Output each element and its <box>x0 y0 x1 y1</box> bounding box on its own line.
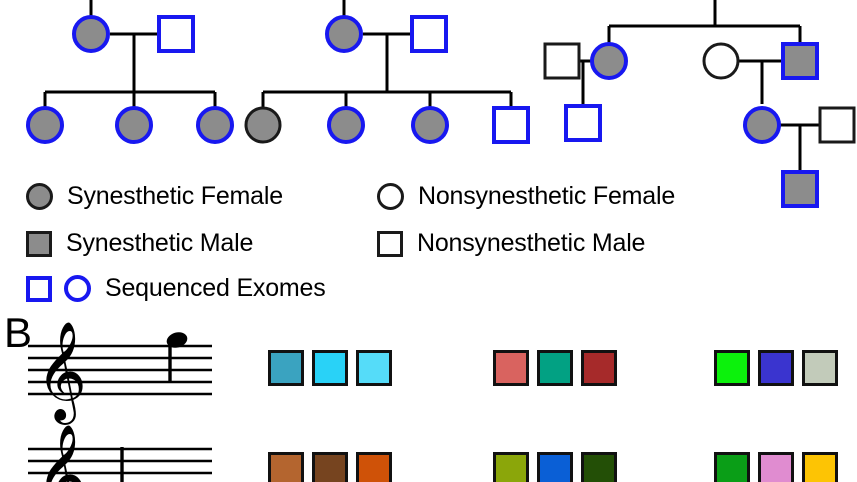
color-swatch <box>802 452 838 482</box>
legend-label-synesthetic-male: Synesthetic Male <box>66 229 254 257</box>
color-swatch <box>581 452 617 482</box>
legend-label-synesthetic-female: Synesthetic Female <box>67 182 283 210</box>
color-swatch <box>537 350 573 386</box>
treble-clef-icon-2: 𝄞 <box>36 424 87 482</box>
color-swatch <box>356 452 392 482</box>
pedigree-person-f1-father[interactable] <box>157 15 195 53</box>
treble-clef-icon-1: 𝄞 <box>36 321 87 425</box>
pedigree-person-f2-child-1[interactable] <box>244 106 282 144</box>
pedigree-person-f1-child-1[interactable] <box>26 106 64 144</box>
music-notation: 𝄞 𝄞 <box>28 321 212 482</box>
color-swatch <box>493 350 529 386</box>
swatch-group-row2-b <box>493 452 617 482</box>
legend-label-nonsynesthetic-female: Nonsynesthetic Female <box>418 182 676 210</box>
swatch-group-row1-a <box>268 350 392 386</box>
staff-2 <box>28 447 212 475</box>
pedigree-person-f3-gen3-female[interactable] <box>743 106 781 144</box>
color-swatch <box>537 452 573 482</box>
color-swatch <box>268 452 304 482</box>
swatch-group-row1-b <box>493 350 617 386</box>
color-swatch <box>493 452 529 482</box>
pedigree-person-f3-sib-female[interactable] <box>590 42 628 80</box>
panel-b-label: B <box>4 309 33 356</box>
color-swatch <box>312 452 348 482</box>
legend-item-synesthetic-female: Synesthetic Female <box>26 182 283 211</box>
pedigree-person-f3-spouse-female[interactable] <box>702 42 740 80</box>
color-swatch <box>312 350 348 386</box>
color-swatch <box>758 452 794 482</box>
color-swatch <box>581 350 617 386</box>
swatch-group-row2-a <box>268 452 392 482</box>
pedigree-person-f2-child-3[interactable] <box>411 106 449 144</box>
legend-label-nonsynesthetic-male: Nonsynesthetic Male <box>417 229 646 257</box>
note-1 <box>166 332 188 383</box>
pedigree-person-f2-father[interactable] <box>410 15 448 53</box>
swatch-group-row2-c <box>714 452 838 482</box>
open-circle-icon <box>377 183 404 210</box>
color-swatch <box>714 452 750 482</box>
open-square-icon <box>377 230 403 257</box>
blue-square-icon <box>26 275 52 302</box>
color-swatch <box>714 350 750 386</box>
legend-item-synesthetic-male: Synesthetic Male <box>26 229 253 258</box>
legend-label-sequenced-exomes: Sequenced Exomes <box>105 274 326 302</box>
color-swatch <box>356 350 392 386</box>
pedigree-person-f3-spouse-male[interactable] <box>543 42 581 80</box>
legend-item-nonsynesthetic-male: Nonsynesthetic Male <box>377 229 645 258</box>
pedigree-person-f1-mother[interactable] <box>72 15 110 53</box>
legend-item-nonsynesthetic-female: Nonsynesthetic Female <box>377 182 675 211</box>
pedigree-person-f3-gen4-male[interactable] <box>781 170 819 208</box>
pedigree-person-f1-child-2[interactable] <box>115 106 153 144</box>
color-swatch <box>802 350 838 386</box>
filled-square-icon <box>26 230 52 257</box>
legend-item-sequenced-exomes: Sequenced Exomes <box>26 274 326 303</box>
blue-circle-icon <box>64 275 91 302</box>
pedigree-person-f3-gen3-spouse[interactable] <box>818 106 856 144</box>
pedigree-person-f1-child-3[interactable] <box>196 106 234 144</box>
pedigree-diagram <box>26 0 856 208</box>
color-swatch <box>268 350 304 386</box>
pedigree-person-f3-gen3-male[interactable] <box>564 104 602 142</box>
filled-circle-icon <box>26 183 53 210</box>
color-swatch <box>758 350 794 386</box>
swatch-group-row1-c <box>714 350 838 386</box>
pedigree-person-f2-child-2[interactable] <box>327 106 365 144</box>
pedigree-person-f2-child-4[interactable] <box>492 106 530 144</box>
pedigree-person-f2-mother[interactable] <box>325 15 363 53</box>
pedigree-person-f3-sib-male[interactable] <box>781 42 819 80</box>
